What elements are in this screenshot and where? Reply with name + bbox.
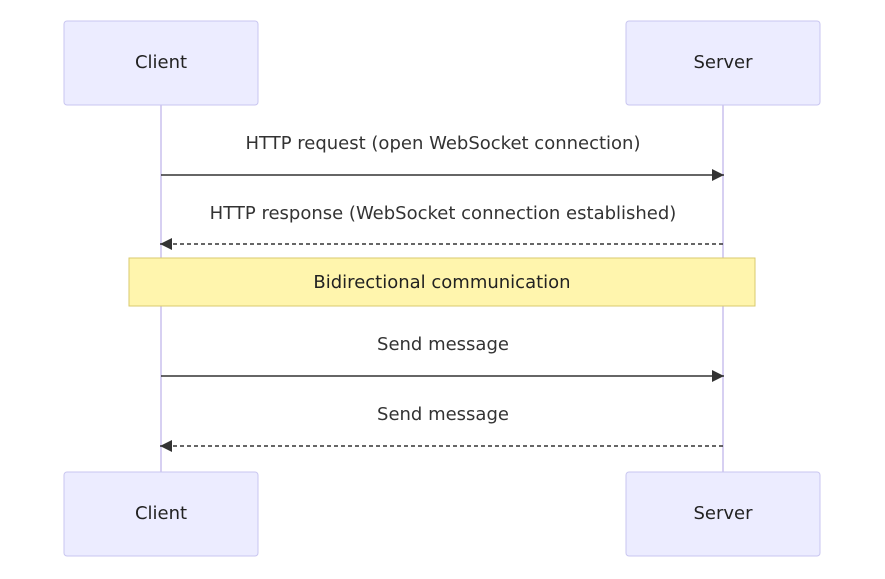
actor-server-top-label: Server: [693, 52, 753, 73]
actor-client-bottom: Client: [63, 471, 259, 557]
actor-server-bottom-label: Server: [693, 503, 753, 524]
actor-server-top: Server: [625, 20, 821, 106]
message-3: Send message: [161, 334, 724, 382]
message-3-label: Send message: [377, 334, 509, 355]
actor-server-bottom: Server: [625, 471, 821, 557]
actor-server-top-box: [625, 20, 821, 106]
message-4-label: Send message: [377, 404, 509, 425]
actor-server-bottom-box: [625, 471, 821, 557]
message-2: HTTP response (WebSocket connection esta…: [160, 203, 723, 250]
actor-client-top-box: [63, 20, 259, 106]
actor-client-bottom-box: [63, 471, 259, 557]
note-box: [128, 257, 756, 307]
message-1-label: HTTP request (open WebSocket connection): [245, 133, 640, 154]
actor-client-bottom-label: Client: [135, 503, 187, 524]
note-label: Bidirectional communication: [313, 272, 570, 293]
note-bidirectional: Bidirectional communication: [128, 257, 756, 307]
message-2-label: HTTP response (WebSocket connection esta…: [210, 203, 677, 224]
actor-client-top-label: Client: [135, 52, 187, 73]
message-4: Send message: [160, 404, 723, 452]
message-1: HTTP request (open WebSocket connection): [161, 133, 724, 181]
actor-client-top: Client: [63, 20, 259, 106]
